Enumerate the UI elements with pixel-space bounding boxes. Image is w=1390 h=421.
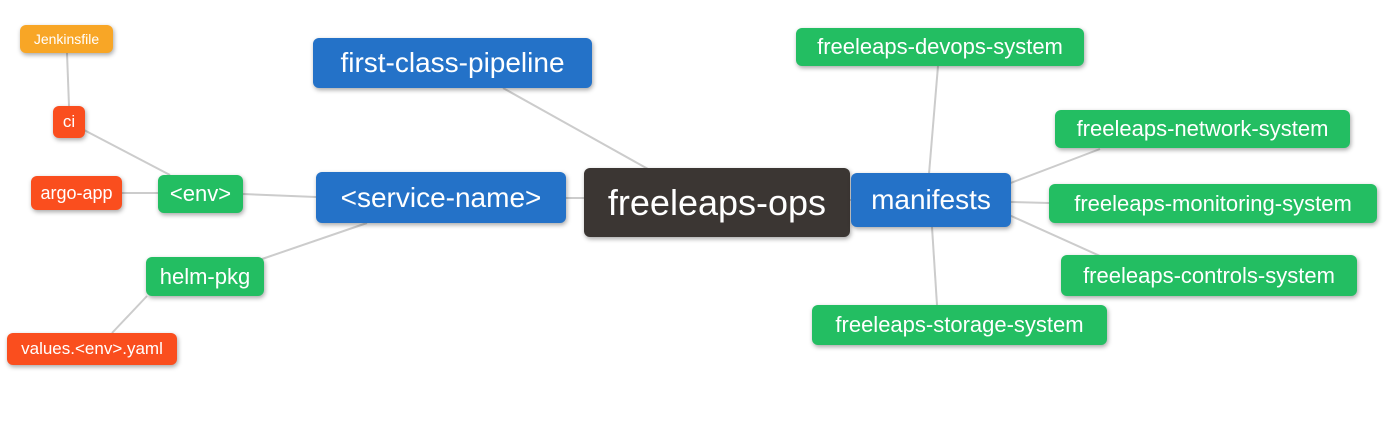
edge-env-service-name <box>242 193 317 198</box>
edge-helm-pkg-values-env-yaml <box>111 295 148 334</box>
node-argo-app[interactable]: argo-app <box>31 176 122 210</box>
node-jenkinsfile[interactable]: Jenkinsfile <box>20 25 113 53</box>
node-env[interactable]: <env> <box>158 175 243 213</box>
node-freeleaps-devops-system[interactable]: freeleaps-devops-system <box>796 28 1084 66</box>
node-freeleaps-storage-system[interactable]: freeleaps-storage-system <box>812 305 1107 345</box>
edge-manifests-network-system <box>1007 148 1101 185</box>
node-freeleaps-controls-system[interactable]: freeleaps-controls-system <box>1061 255 1357 296</box>
edge-manifests-devops-system <box>928 65 939 175</box>
node-first-class-pipeline[interactable]: first-class-pipeline <box>313 38 592 88</box>
node-service-name[interactable]: <service-name> <box>316 172 566 223</box>
node-freeleaps-network-system[interactable]: freeleaps-network-system <box>1055 110 1350 148</box>
edge-root-first-class-pipeline <box>502 87 649 170</box>
edge-service-name-helm-pkg <box>261 222 368 260</box>
edge-ci-env <box>83 129 171 176</box>
node-ci[interactable]: ci <box>53 106 85 138</box>
edge-manifests-storage-system <box>931 226 938 306</box>
node-freeleaps-ops[interactable]: freeleaps-ops <box>584 168 850 237</box>
edge-manifests-controls-system <box>1008 214 1101 257</box>
edge-jenkinsfile-ci <box>66 52 70 107</box>
node-values-env-yaml[interactable]: values.<env>.yaml <box>7 333 177 365</box>
node-freeleaps-monitoring-system[interactable]: freeleaps-monitoring-system <box>1049 184 1377 223</box>
edge-manifests-monitoring-system <box>1010 201 1050 204</box>
node-manifests[interactable]: manifests <box>851 173 1011 227</box>
node-helm-pkg[interactable]: helm-pkg <box>146 257 264 296</box>
